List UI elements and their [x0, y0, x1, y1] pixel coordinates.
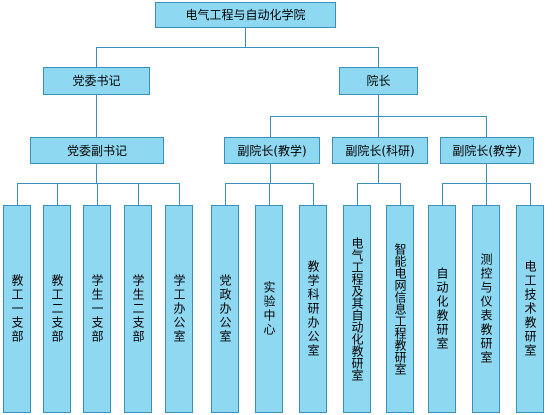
admin-unit-box: 党政办公室: [211, 205, 239, 413]
party-unit-label: 教工一支部: [10, 274, 24, 344]
vice-dean-teaching-2-label: 副院长(教学): [452, 143, 522, 158]
vice-dean-teaching-2-node: 副院长(教学): [440, 137, 534, 164]
deputy-party-secretary-node: 党委副书记: [30, 137, 164, 164]
party-unit-label: 学生一支部: [90, 274, 104, 344]
dean-node: 院长: [339, 67, 418, 95]
party-unit-label: 教工二支部: [50, 274, 64, 344]
teaching-unit-box: 电工技术教研室: [516, 205, 544, 413]
vice-dean-research-node: 副院长(科研): [332, 137, 428, 164]
party-unit-box: 学生一支部: [83, 205, 111, 413]
teaching-unit-label: 电工技术教研室: [523, 260, 537, 358]
admin-unit-box: 教学科研办公室: [299, 205, 327, 413]
party-secretary-node: 党委书记: [43, 67, 150, 95]
teaching-unit-box: 测控与仪表教研室: [472, 205, 500, 413]
research-unit-box: 电气工程及其自动化教研室: [343, 205, 371, 413]
party-unit-box: 学工办公室: [165, 205, 193, 413]
party-unit-label: 学工办公室: [172, 274, 186, 344]
vice-dean-teaching-1-label: 副院长(教学): [237, 143, 307, 158]
research-unit-label: 智能电网信息工程教研室: [393, 243, 407, 375]
party-unit-box: 教工一支部: [3, 205, 31, 413]
party-unit-label: 学生二支部: [131, 274, 145, 344]
party-unit-box: 教工二支部: [43, 205, 71, 413]
teaching-unit-label: 自动化教研室: [435, 267, 449, 351]
deputy-party-secretary-label: 党委副书记: [66, 143, 127, 158]
vice-dean-teaching-1-node: 副院长(教学): [224, 137, 320, 164]
teaching-unit-label: 测控与仪表教研室: [479, 253, 493, 365]
research-unit-label: 电气工程及其自动化教研室: [350, 237, 364, 381]
root-node: 电气工程与自动化学院: [155, 2, 336, 28]
party-unit-box: 学生二支部: [124, 205, 152, 413]
admin-unit-label: 教学科研办公室: [306, 260, 320, 358]
vice-dean-research-label: 副院长(科研): [345, 143, 415, 158]
admin-unit-box: 实验中心: [255, 205, 283, 413]
dean-label: 院长: [366, 74, 391, 88]
admin-unit-label: 党政办公室: [218, 274, 232, 344]
teaching-unit-box: 自动化教研室: [428, 205, 456, 413]
party-secretary-label: 党委书记: [72, 74, 121, 88]
root-label: 电气工程与自动化学院: [185, 8, 306, 22]
research-unit-box: 智能电网信息工程教研室: [386, 205, 414, 413]
admin-unit-label: 实验中心: [262, 281, 276, 337]
